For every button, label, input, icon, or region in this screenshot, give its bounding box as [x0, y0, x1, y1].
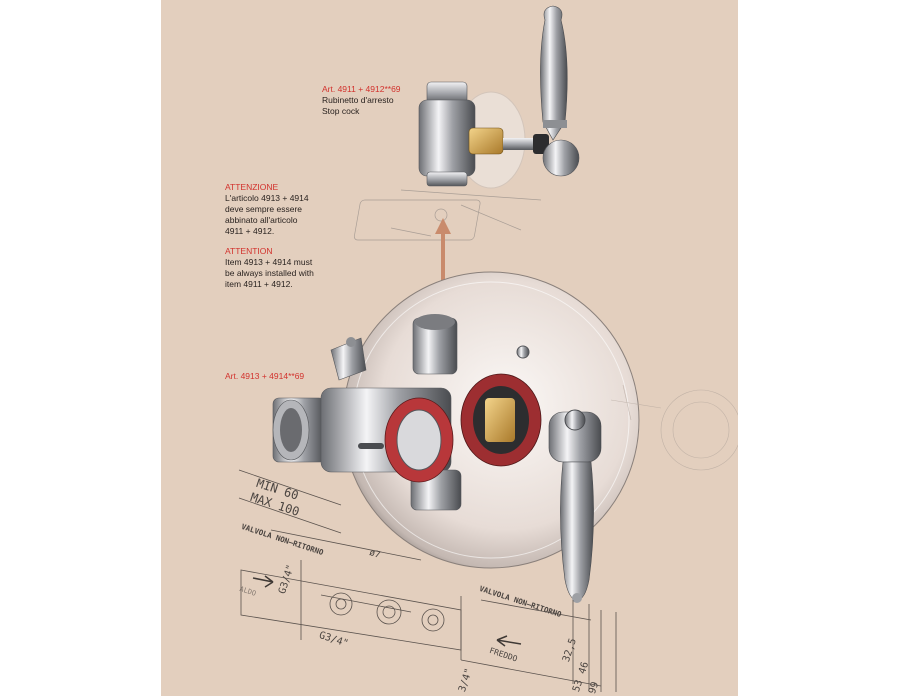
blueprint-lines-top: [353, 189, 542, 241]
warning-line-it: abbinato all'articolo: [225, 215, 298, 225]
product-sheet: Art. 4911 + 4912**69 Rubinetto d'arresto…: [161, 0, 738, 696]
warning-line-it: 4911 + 4912.: [225, 226, 275, 236]
stop-cock-name-it: Rubinetto d'arresto: [322, 95, 394, 105]
background-sketch-circles: [610, 384, 738, 471]
warning-line-en: item 4911 + 4912.: [225, 279, 293, 289]
stop-cock-name-en: Stop cock: [322, 106, 360, 116]
warning-title-en: ATTENTION: [225, 246, 273, 256]
stop-cock-image: [418, 5, 580, 189]
dimension-drawing: [238, 469, 617, 692]
warning-line-en: be always installed with: [225, 268, 314, 278]
warning-line-it: deve sempre essere: [225, 204, 303, 214]
warning-title-it: ATTENZIONE: [225, 182, 279, 192]
technical-illustration: [238, 5, 738, 692]
mixer-image: [272, 271, 640, 603]
warning-line-it: L'articolo 4913 + 4914: [225, 193, 309, 203]
warning-line-en: Item 4913 + 4914 must: [225, 257, 313, 267]
mixer-article: Art. 4913 + 4914**69: [225, 371, 305, 381]
stop-cock-article: Art. 4911 + 4912**69: [322, 84, 401, 94]
